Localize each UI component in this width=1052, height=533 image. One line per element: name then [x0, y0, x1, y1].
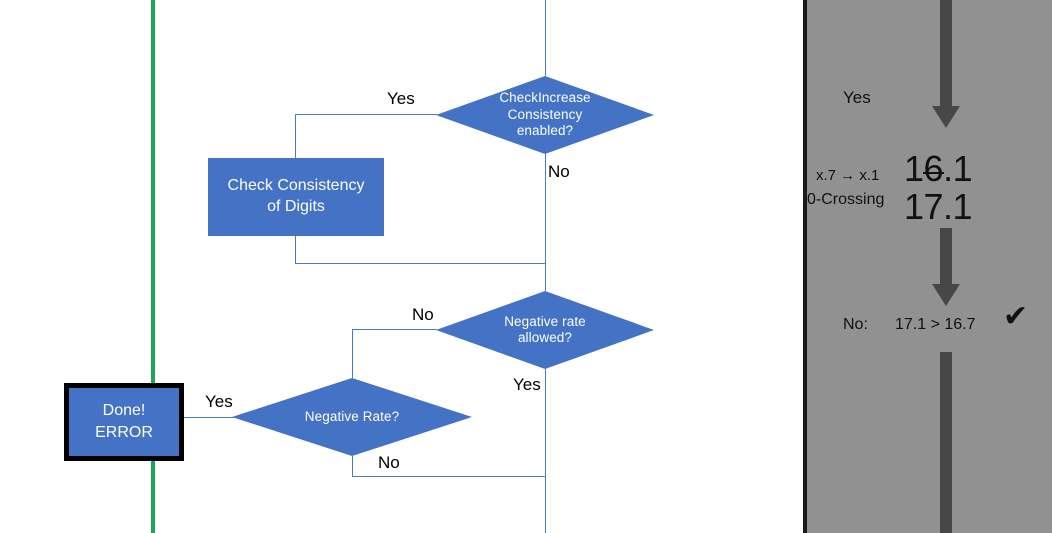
panel-value-struck: 16.1 — [904, 148, 973, 190]
process-label-line-2: of Digits — [267, 198, 325, 215]
connector-process-down — [295, 236, 296, 264]
panel-tail-bar — [940, 352, 952, 533]
panel-value-struck-digit: 6 — [922, 148, 944, 189]
edge-label-negative-rate-allowed-yes: Yes — [513, 375, 541, 394]
diamond-shape-icon — [436, 291, 654, 369]
panel-branch-label-yes: Yes — [843, 88, 871, 107]
connector-nr-no-horizontal — [352, 476, 546, 477]
green-divider-line — [151, 0, 155, 533]
connector-nr-yes-horizontal — [174, 417, 234, 418]
connector-nr-no-vertical — [352, 456, 353, 477]
panel-comparison: 17.1 > 16.7 — [895, 316, 976, 333]
down-arrow-icon-2 — [932, 228, 960, 306]
decision-negative-rate[interactable]: Negative Rate? — [232, 378, 472, 456]
connector-yes-vertical — [295, 114, 296, 159]
connector-spine-top — [545, 0, 546, 76]
down-arrow-icon-1 — [932, 0, 960, 128]
panel-value-struck-suffix: .1 — [943, 148, 973, 189]
connector-yes-horizontal — [295, 114, 437, 115]
edge-label-negative-rate-yes: Yes — [205, 392, 233, 411]
connector-nra-no-horizontal — [352, 329, 437, 330]
terminal-label-line-1: Done! — [102, 402, 146, 420]
connector-process-to-spine — [295, 263, 546, 264]
edge-label-check-increase-no: No — [548, 162, 570, 181]
terminal-label-line-2: ERROR — [95, 424, 153, 441]
decision-negative-rate-allowed[interactable]: Negative rate allowed? — [436, 291, 654, 369]
annotation-panel: Yes x.7 → x.1 0-Crossing 16.1 17.1 No: 1… — [803, 0, 1052, 533]
connector-nra-no-vertical — [352, 329, 353, 378]
connector-nra-yes-spine — [545, 369, 546, 533]
edge-label-check-increase-yes: Yes — [387, 89, 415, 108]
terminal-done-error[interactable]: Done! ERROR — [64, 383, 184, 461]
decision-check-increase-consistency[interactable]: CheckIncrease Consistency enabled? — [436, 76, 654, 154]
diamond-shape-icon — [436, 76, 654, 154]
process-label-line-1: Check Consistency — [227, 177, 365, 195]
panel-caption-zero-crossing: 0-Crossing — [807, 191, 885, 208]
connector-no-spine — [545, 154, 546, 291]
edge-label-negative-rate-no: No — [378, 453, 400, 472]
diamond-shape-icon — [232, 378, 472, 456]
panel-branch-label-no: No: — [843, 316, 868, 333]
edge-label-negative-rate-allowed-no: No — [412, 305, 434, 324]
panel-caption-rounding: x.7 → x.1 — [816, 167, 880, 184]
process-check-consistency-of-digits[interactable]: Check Consistency of Digits — [208, 158, 384, 236]
panel-value-struck-prefix: 1 — [904, 148, 924, 189]
check-mark-icon: ✔ — [1003, 299, 1029, 334]
panel-value-result: 17.1 — [904, 186, 973, 227]
